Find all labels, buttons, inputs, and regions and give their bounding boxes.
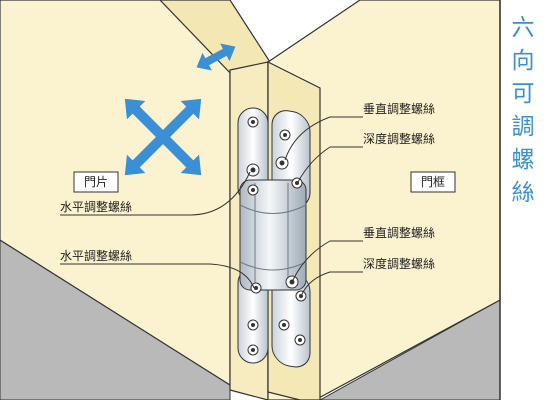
leader-horizontal-upper (60, 171, 251, 216)
horizontal-adjust-upper-label: 水平調整螺絲 (60, 199, 132, 214)
title-char: 絲 (511, 180, 535, 206)
four-way-arrow-icon (124, 98, 202, 176)
door-leaf-box (73, 171, 119, 193)
screw-set (246, 116, 307, 356)
hinge-body (239, 179, 307, 291)
title-char: 螺 (511, 147, 535, 173)
leader-vertical-upper (284, 116, 363, 161)
vertical-adjust-lower-label: 垂直調整螺絲 (363, 225, 435, 240)
title-char: 可 (511, 81, 535, 107)
depth-adjust-lower-label: 深度調整螺絲 (363, 256, 435, 271)
door-frame-box (410, 171, 456, 193)
double-arrow-icon (196, 43, 236, 71)
title-char: 六 (511, 15, 535, 41)
door-leaf-label: 門片 (84, 175, 108, 189)
title-char: 向 (511, 48, 535, 74)
title-char: 調 (511, 114, 535, 140)
vertical-adjust-upper-label: 垂直調整螺絲 (363, 101, 435, 116)
leader-horizontal-lower (60, 263, 255, 289)
hinge-knuckle (239, 261, 307, 271)
hinge-knuckle (239, 204, 307, 214)
leader-depth-upper (297, 146, 363, 183)
depth-adjust-upper-label: 深度調整螺絲 (363, 131, 435, 146)
leader-depth-lower (301, 271, 363, 295)
horizontal-adjust-lower-label: 水平調整螺絲 (60, 248, 132, 263)
vertical-title: 六 向 可 調 螺 絲 (506, 12, 540, 210)
leader-vertical-lower (292, 240, 363, 281)
leader-lines (60, 116, 363, 295)
door-frame-label: 門框 (421, 175, 445, 189)
